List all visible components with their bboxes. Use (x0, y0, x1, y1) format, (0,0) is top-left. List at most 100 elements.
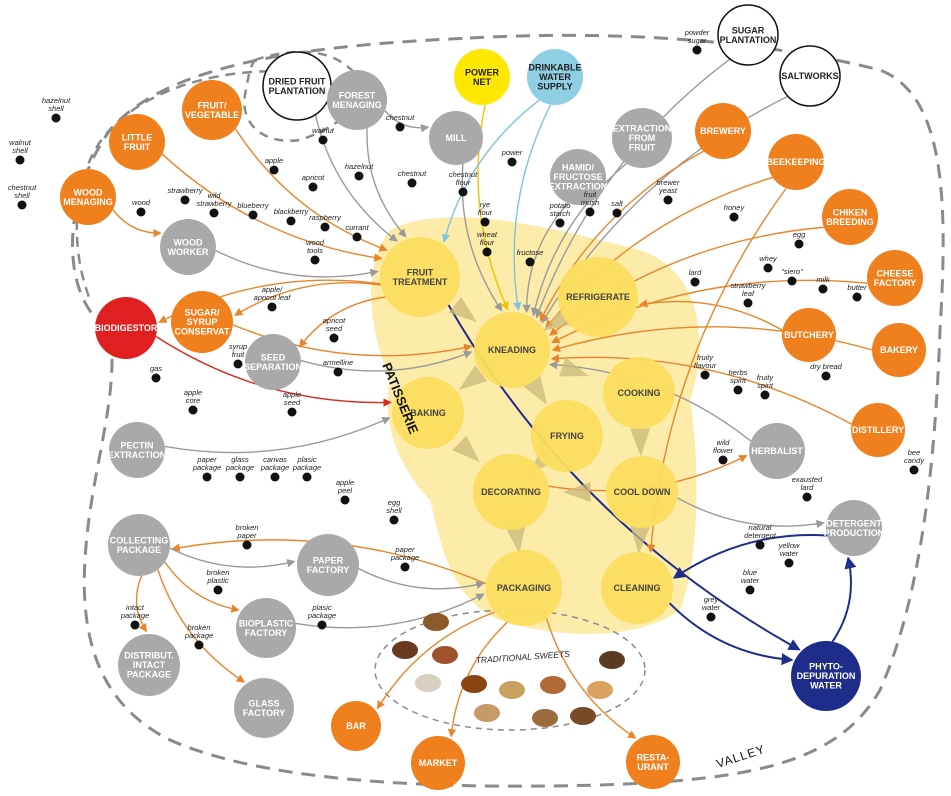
node-market[interactable]: MARKET (411, 736, 465, 790)
item-raspberry-label: raspberry (309, 213, 342, 222)
node-distribut-intact-package-circle (118, 634, 180, 696)
sweet-image (474, 704, 500, 722)
node-butchery[interactable]: BUTCHERY (782, 308, 836, 362)
node-sugar-plantation-circle (717, 4, 779, 66)
node-fruit-vegetable[interactable]: FRUIT/VEGETABLE (182, 80, 242, 140)
node-packaging-label: PACKAGING (497, 583, 551, 593)
item-wheat-flour-icon (482, 247, 492, 257)
edge-sugar-plantation-to-kneading (535, 58, 731, 319)
node-forest-menaging-circle (327, 70, 387, 130)
node-frying[interactable]: FRYING (531, 400, 603, 472)
node-cool-down[interactable]: COOL DOWN (606, 456, 678, 528)
node-decorating[interactable]: DECORATING (473, 454, 549, 530)
item-yellow-water-icon (784, 558, 794, 568)
node-saltworks[interactable]: SALTWORKS (779, 45, 841, 107)
node-hamid-fructose-extraction-circle (550, 149, 606, 205)
item-currant: currant (345, 223, 370, 242)
node-restaurant[interactable]: RESTA-URANT (626, 735, 680, 789)
sweet-image (540, 676, 566, 694)
edge-butchery-to-refrigerate (638, 299, 783, 331)
item-raspberry: raspberry (309, 213, 342, 232)
item-wild-flower-icon (718, 455, 728, 465)
node-herbalist[interactable]: HERBALIST (749, 423, 805, 479)
node-fruit-vegetable-label: FRUIT/VEGETABLE (185, 100, 239, 120)
item-bee-candy-icon (909, 465, 919, 475)
flow-arrow-kneading-to-baking (458, 365, 488, 390)
item-hazelnut-shell-icon (51, 113, 61, 123)
node-restaurant-circle (626, 735, 680, 789)
flow-arrow-kneading-to-cooking (559, 357, 589, 377)
node-kneading[interactable]: KNEADING (474, 312, 550, 388)
node-distillery[interactable]: DISTILLERY (851, 403, 905, 457)
edge-wood-menaging-to-wood-worker (112, 209, 162, 238)
edge-phyto-depuration-water-to-detergent-production (831, 556, 857, 643)
node-beekeeping[interactable]: BEEKEEPING (766, 134, 826, 190)
edge-collecting-package-to-distribut-intact-package (135, 575, 147, 633)
node-brewery[interactable]: BREWERY (695, 103, 751, 159)
node-refrigerate[interactable]: REFRIGERATE (558, 257, 638, 337)
node-cooking[interactable]: COOKING (603, 357, 675, 429)
item-lard: lard (689, 268, 702, 287)
item-armelline-label: armelline (323, 358, 353, 367)
node-bakery-label: BAKERY (880, 345, 918, 355)
item-chestnut-top-icon (395, 122, 405, 132)
flow-arrow-baking-to-decorating (452, 435, 480, 463)
node-baking[interactable]: BAKING (392, 377, 464, 449)
item-broken-paper-icon (242, 540, 252, 550)
node-bar[interactable]: BAR (331, 701, 381, 751)
node-beekeeping-circle (768, 134, 824, 190)
item-wild-strawberry-icon (209, 208, 219, 218)
node-cleaning[interactable]: CLEANING (601, 552, 673, 624)
node-mill[interactable]: MILL (429, 111, 483, 165)
item-wood-tools-icon (310, 255, 320, 265)
node-biodigestor[interactable]: BIODIGESTOR (95, 297, 158, 359)
item-walnut-shell-icon (15, 155, 25, 165)
edge-extraction-from-fruit-to-kneading (530, 163, 627, 317)
node-cooking-label: COOKING (617, 388, 660, 398)
node-bakery[interactable]: BAKERY (872, 323, 926, 377)
node-refrigerate-circle (558, 257, 638, 337)
flow-arrow-cooking-to-cool-down (630, 428, 651, 457)
item-walnut: walnut (312, 126, 335, 145)
item-egg-shell-icon (389, 515, 399, 525)
node-packaging[interactable]: PACKAGING (486, 550, 562, 626)
